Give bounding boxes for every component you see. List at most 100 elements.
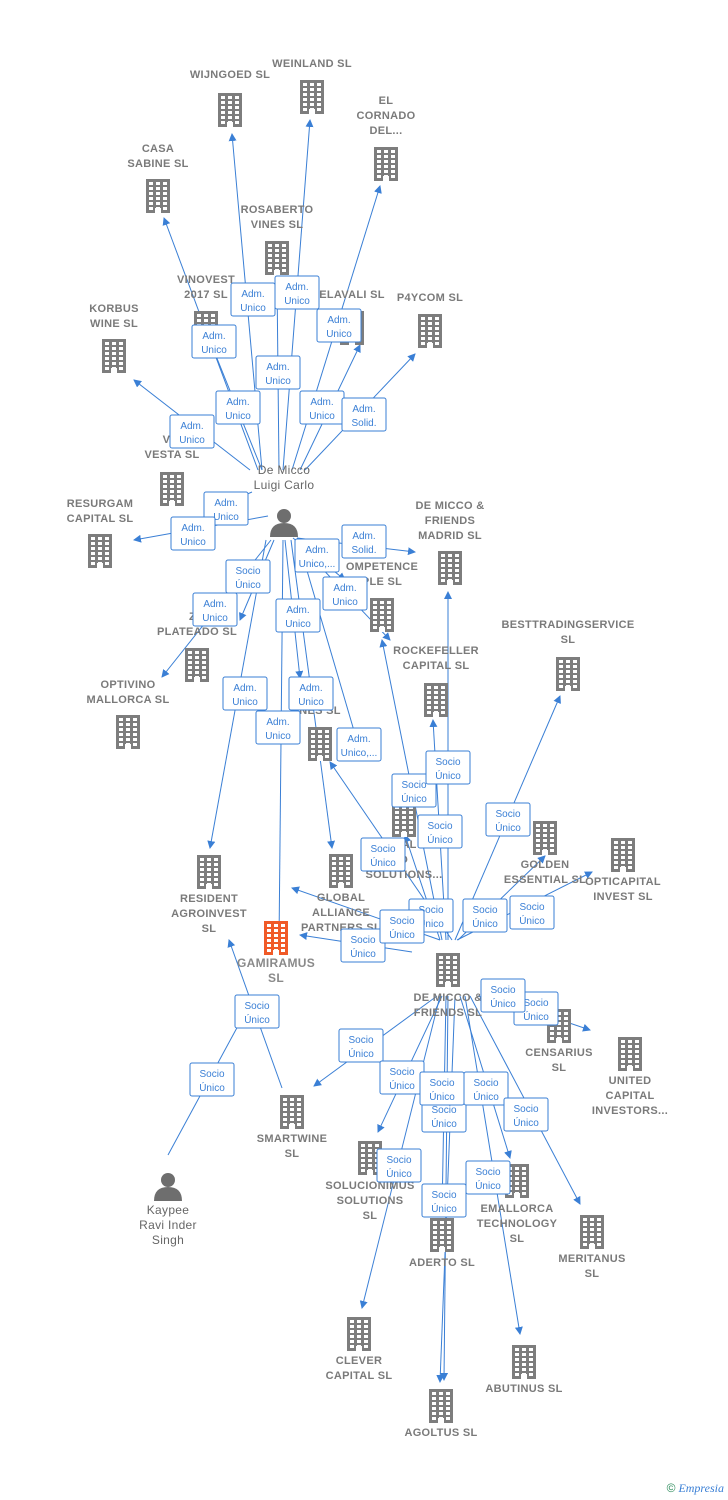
edge-role-label[interactable]: Adm.Unico <box>191 324 237 359</box>
company-building-icon <box>580 1215 604 1249</box>
edge-role-label[interactable]: Adm.Unico <box>203 491 249 526</box>
edge-label-box <box>275 598 321 633</box>
node-label: ROCKEFELLER <box>393 645 479 657</box>
edge-label-text: Único <box>519 914 545 927</box>
node-label: CLEVER <box>336 1355 382 1367</box>
edge-role-label[interactable]: Adm.Unico <box>222 676 268 711</box>
edge-label-text: Unico <box>265 376 291 387</box>
node-demiccofriends[interactable]: DE MICCO &FRIENDS SL <box>414 953 483 1019</box>
edge-role-label[interactable]: Adm.Unico <box>169 414 215 449</box>
edge-role-label[interactable]: Adm.Unico <box>230 282 276 317</box>
node-label: SOLUCIONIMUS <box>325 1180 414 1192</box>
node-aderto[interactable]: ADERTO SL <box>409 1218 475 1269</box>
node-agoltus[interactable]: AGOLTUS SL <box>404 1389 477 1439</box>
edge-label-text: Adm. <box>203 599 226 610</box>
node-label: OPTIVINO <box>101 679 156 691</box>
company-building-icon <box>429 1389 453 1423</box>
node-abutinus[interactable]: ABUTINUS SL <box>485 1345 562 1395</box>
node-zoplateado[interactable]: ZOPLATEADO SL <box>157 611 237 682</box>
edge-role-label[interactable]: Adm.Unico <box>192 592 238 627</box>
edge-label-text: Solid. <box>351 545 376 556</box>
edge-label-text: Unico <box>326 329 352 340</box>
node-united[interactable]: UNITEDCAPITALINVESTORS... <box>592 1037 668 1117</box>
edge-label-text: Socio <box>389 916 414 927</box>
node-wijngoed[interactable]: WIJNGOED SL <box>190 69 270 127</box>
edge-role-label[interactable]: Adm.Unico,... <box>294 538 340 573</box>
edge-role-label[interactable]: Adm.Solid. <box>341 397 387 432</box>
edge-label-text: Adm. <box>299 683 322 694</box>
edge-role-label[interactable]: Adm.Unico <box>255 710 301 745</box>
edge-label-box <box>234 994 280 1029</box>
node-label: SL <box>561 634 576 646</box>
edge-label-box <box>417 814 463 849</box>
edge-role-label[interactable]: Adm.Unico <box>288 676 334 711</box>
edge-role-label[interactable]: Adm.Unico <box>316 308 362 343</box>
edge-role-label[interactable]: Adm.Unico <box>274 275 320 310</box>
edge-label-box <box>192 592 238 627</box>
node-label: SOLUTIONS <box>337 1195 404 1207</box>
edge-label-text: Adm. <box>347 734 370 745</box>
edge-role-label[interactable]: Adm.Unico <box>299 390 345 425</box>
edge-label-text: Único <box>431 1202 457 1215</box>
edge-role-label[interactable]: Adm.Unico <box>275 598 321 633</box>
edge-role-label[interactable]: Adm.Unico <box>322 576 368 611</box>
edge-label-box <box>421 1183 467 1218</box>
node-label: SMARTWINE <box>257 1133 328 1145</box>
edge-label-text: Socio <box>199 1069 224 1080</box>
edge-role-label[interactable]: Adm.Unico <box>255 355 301 390</box>
company-building-icon <box>197 855 221 889</box>
node-weinland[interactable]: WEINLAND SL <box>272 58 352 114</box>
edge-label-text: Socio <box>431 1105 456 1116</box>
node-label: VINES SL <box>251 219 304 231</box>
edge-role-label[interactable]: Adm.Solid. <box>341 524 387 559</box>
node-wall[interactable]: WALDSOLUTIONS... <box>366 803 443 881</box>
edge-role-label[interactable]: Adm.Unico <box>215 390 261 425</box>
edge-role-label[interactable]: Adm.Unico <box>170 516 216 551</box>
edge-role-label[interactable]: Adm.Unico,... <box>336 727 382 762</box>
node-p4ycom[interactable]: P4YCOM SL <box>397 292 463 348</box>
node-elcornado[interactable]: ELCORNADODEL... <box>357 95 416 181</box>
